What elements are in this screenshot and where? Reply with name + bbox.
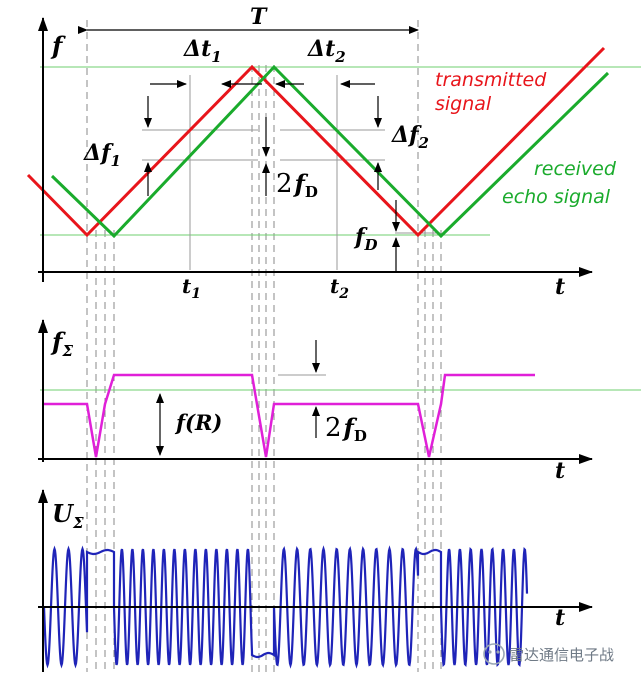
two-fd-label: 2fD bbox=[276, 169, 318, 201]
top-x-label: t bbox=[555, 274, 565, 300]
beat-frequency-line bbox=[43, 373, 535, 458]
reference-lines bbox=[142, 75, 440, 270]
t1-label: t1 bbox=[182, 274, 201, 302]
transmitted-signal-line bbox=[26, 46, 606, 238]
middle-two-fd-label: 2fD bbox=[325, 413, 367, 445]
received-echo-signal-line bbox=[50, 64, 610, 239]
received-signal-label: received bbox=[534, 158, 617, 180]
transmitted-signal-label: transmitted bbox=[435, 69, 547, 91]
watermark: 雷达通信电子战 bbox=[483, 643, 614, 665]
period-label: T bbox=[250, 4, 268, 30]
wechat-logo-icon bbox=[483, 643, 505, 665]
middle-y-label: fΣ bbox=[50, 327, 73, 360]
middle-x-label: t bbox=[555, 458, 565, 484]
delta-f1-label: Δf1 bbox=[83, 140, 121, 170]
bottom-y-label: UΣ bbox=[52, 499, 84, 532]
top-y-label: f bbox=[50, 31, 66, 60]
middle-plot: f(R) 2fD fΣ t bbox=[38, 319, 641, 484]
transmitted-signal-label-line2: signal bbox=[435, 93, 492, 115]
bottom-x-label: t bbox=[555, 605, 565, 631]
top-plot: T Δt1 Δt2 Δf1 Δf2 2fD fD f t t1 t2 trans… bbox=[26, 4, 641, 302]
watermark-text: 雷达通信电子战 bbox=[509, 646, 614, 664]
bottom-plot: UΣ t bbox=[38, 489, 593, 672]
fd-label: fD bbox=[353, 224, 377, 254]
beat-signal-waveform bbox=[42, 545, 529, 669]
delta-f2-label: Δf2 bbox=[391, 122, 429, 152]
received-signal-label-line2: echo signal bbox=[502, 186, 611, 208]
fr-label: f(R) bbox=[174, 410, 222, 435]
t2-label: t2 bbox=[330, 274, 349, 302]
delta-t2-label: Δt2 bbox=[307, 36, 346, 66]
delta-t1-label: Δt1 bbox=[183, 36, 222, 66]
